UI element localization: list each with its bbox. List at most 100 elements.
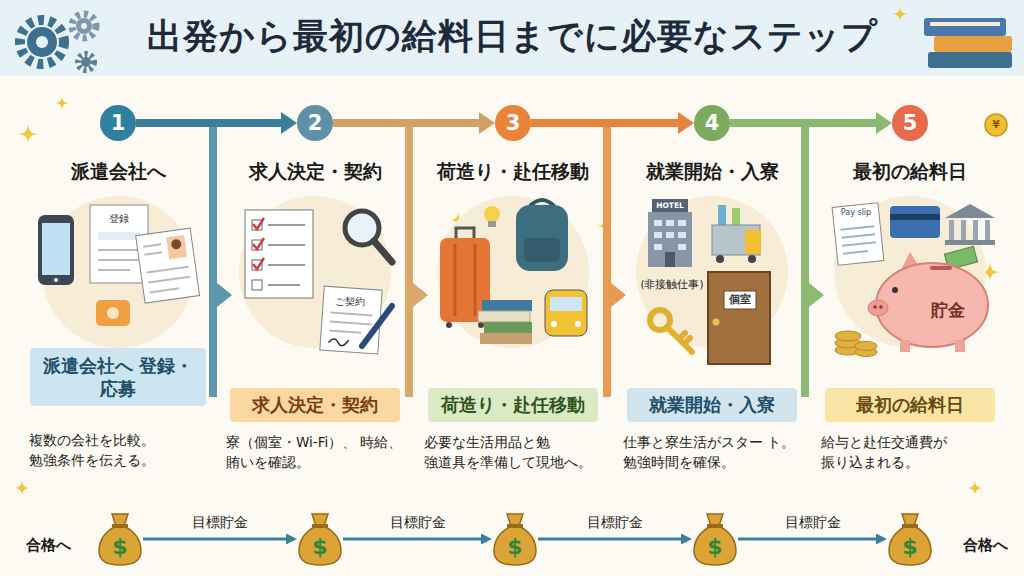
flow-stem-head	[413, 283, 428, 307]
money-bag: $	[97, 512, 143, 566]
flow-connector	[531, 119, 678, 127]
illustration-label: (非接触仕事)	[640, 279, 703, 291]
money-bag: $	[492, 512, 538, 566]
gear-icons	[20, 14, 96, 70]
money-bag-tie	[112, 524, 128, 528]
badge-mark	[107, 307, 119, 319]
checklist-lines	[268, 225, 305, 285]
door-knob	[713, 319, 720, 326]
resume-paper	[136, 228, 200, 303]
band-label: 派遣会社へ 登録・応募	[30, 348, 206, 406]
step-description: 複数の会社を比較。 勉強条件を伝える。	[29, 430, 219, 471]
resume-photo-head	[171, 239, 182, 250]
step-number: 3	[506, 113, 521, 134]
money-bag: $	[692, 512, 738, 566]
payslip	[832, 203, 884, 265]
train-light	[575, 321, 581, 327]
flow-connector	[343, 538, 481, 541]
dollar-sign: $	[492, 534, 538, 560]
train	[545, 290, 587, 336]
train-light	[551, 321, 557, 327]
contract-paper	[320, 286, 382, 354]
pen	[362, 306, 392, 346]
step-description: 必要な生活用品と勉 強道具を準備して現地へ。	[424, 432, 614, 473]
book	[478, 311, 530, 322]
sparkle	[967, 480, 983, 496]
flow-arrow-stems	[209, 119, 824, 397]
step-band: 最初の給料日給与と赴任交通費が 振り込まれる。	[825, 388, 995, 422]
illustration-label: 個室	[729, 294, 751, 306]
flow-stem-head	[809, 283, 824, 307]
flow-stem	[209, 119, 217, 397]
connector-label: 目標貯金	[785, 515, 841, 530]
form-lines	[98, 250, 140, 270]
yen-coin	[985, 114, 1007, 136]
books-icon	[924, 18, 1012, 68]
illustration-label: Pay slip	[841, 209, 871, 218]
book-pages	[930, 22, 1000, 26]
step-band: 荷造り・赴任移動必要な生活用品と勉 強道具を準備して現地へ。	[428, 388, 598, 422]
train-window	[550, 297, 582, 311]
flow-stem	[603, 119, 611, 397]
step-number-circle: 5	[892, 105, 928, 141]
step-description: 仕事と寮生活がスター ト。勉強時間を確保。	[623, 432, 813, 473]
flow-stem	[405, 119, 413, 397]
cart-wheel	[748, 255, 756, 263]
book	[484, 322, 532, 333]
backpack	[516, 205, 568, 271]
bank-base	[945, 240, 995, 245]
money-bag-tie	[902, 524, 918, 528]
sparkle	[892, 6, 908, 22]
contract-sheet	[320, 286, 382, 354]
gear-hole	[36, 36, 48, 48]
checkbox	[252, 280, 262, 290]
coin	[855, 342, 877, 351]
phone-screen	[42, 223, 70, 275]
column-backdrop	[437, 196, 589, 348]
flow-connector	[738, 538, 876, 541]
book	[482, 300, 532, 311]
dollar-sign: $	[887, 534, 933, 560]
backpack-pocket	[524, 238, 560, 262]
bank-card	[890, 206, 940, 238]
band-label: 就業開始・入寮	[627, 388, 797, 422]
magnifier-handle	[374, 241, 392, 262]
cart-bag	[745, 230, 761, 254]
money-bag: $	[887, 512, 933, 566]
coin-slot	[930, 266, 952, 270]
step-number-circle: 2	[297, 105, 333, 141]
illustration-label: ¥	[992, 119, 1000, 131]
suitcase-wheel	[478, 322, 484, 328]
money-bag-tie	[507, 524, 523, 528]
pig-nostril	[879, 305, 883, 309]
column-backdrops	[42, 196, 986, 348]
step-heading: 派遣会社へ	[71, 161, 166, 182]
sparkle	[14, 480, 30, 496]
goal-label: 合格へ	[963, 537, 1008, 554]
phone-button	[54, 278, 58, 282]
gear	[27, 27, 57, 57]
step1-illustration	[38, 205, 200, 326]
flow-connector	[143, 538, 286, 541]
dollar-sign: $	[297, 534, 343, 560]
form-field	[98, 232, 140, 240]
money-bag: $	[297, 512, 343, 566]
step5-illustration	[832, 203, 995, 357]
resume-lines	[143, 241, 191, 292]
pig-nostril	[873, 305, 877, 309]
gear	[76, 18, 92, 34]
gear-hole	[81, 23, 87, 29]
gear	[72, 14, 96, 38]
card-stripe	[890, 214, 940, 220]
flow-connector	[333, 119, 479, 127]
flow-stem-head	[611, 283, 626, 307]
book	[480, 333, 532, 344]
orange-badge	[96, 300, 130, 326]
resume-photo	[166, 235, 187, 259]
book	[924, 18, 1006, 36]
illustration-label: ご契約	[335, 296, 365, 307]
key-blade	[667, 327, 692, 352]
